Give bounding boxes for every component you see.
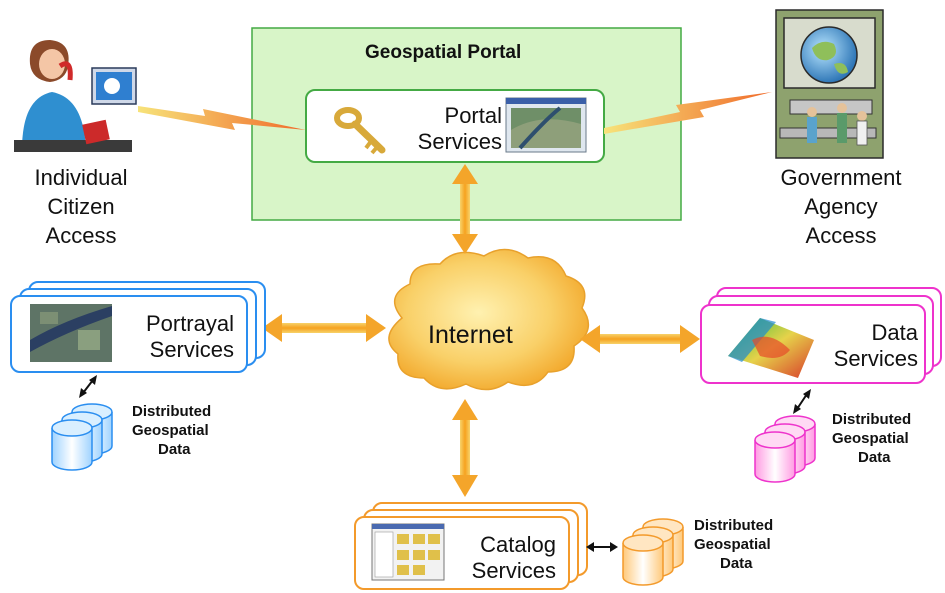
portal-services-line2: Services: [417, 129, 502, 155]
catalog-services-label[interactable]: Catalog Services: [456, 532, 556, 585]
catalog-screen-icon: [371, 523, 445, 581]
database-stack-icon-catalog: [622, 518, 684, 586]
data-services-label[interactable]: Data Services: [810, 320, 918, 373]
internet-cloud: [388, 248, 590, 391]
distributed-data-label-portrayal: Distributed Geospatial Data: [132, 403, 211, 459]
citizen-line1: Individual: [34, 165, 128, 190]
distributed-line3: Data: [858, 448, 891, 466]
government-line3: Access: [805, 223, 877, 249]
arrow-portrayal-internet: [262, 314, 386, 342]
government-line2: Agency: [804, 194, 878, 220]
distributed-line2: Geospatial: [694, 535, 771, 553]
database-stack-icon-data: [754, 415, 816, 483]
citizen-line3: Access: [45, 223, 117, 249]
key-icon: [334, 107, 386, 155]
terrain-3d-icon: [728, 318, 814, 378]
distributed-line2: Geospatial: [832, 429, 909, 447]
distributed-data-label-data: Distributed Geospatial Data: [832, 411, 911, 467]
catalog-line1: Catalog: [480, 532, 556, 557]
portrayal-line1: Portrayal: [145, 311, 234, 336]
catalog-line2: Services: [471, 558, 556, 584]
portal-services-label[interactable]: Portal Services: [410, 103, 502, 156]
government-line1: Government: [780, 165, 902, 190]
database-stack-icon-portrayal: [51, 403, 113, 471]
distributed-line1: Distributed: [132, 403, 212, 420]
lightning-link-icon-right: [604, 92, 772, 134]
distributed-line1: Distributed: [694, 517, 774, 534]
lightning-link-icon-left: [138, 106, 306, 130]
double-arrow-catalog-store: [586, 542, 618, 552]
control-room-icon: [775, 9, 884, 159]
portal-title: Geospatial Portal: [365, 42, 522, 63]
portal-screenshot-icon: [505, 97, 587, 153]
data-services-line2: Services: [833, 346, 918, 372]
arrow-internet-catalog: [452, 399, 478, 497]
arrow-internet-data: [580, 325, 700, 353]
person-at-desk-icon: [14, 40, 137, 152]
distributed-line2: Geospatial: [132, 421, 209, 439]
portrayal-line2: Services: [149, 337, 234, 363]
data-services-line1: Data: [871, 320, 918, 345]
internet-label[interactable]: Internet: [428, 321, 513, 349]
distributed-line1: Distributed: [832, 411, 912, 428]
citizen-label: Individual Citizen Access: [24, 163, 138, 250]
citizen-line2: Citizen: [47, 194, 115, 220]
arrow-portal-internet: [452, 164, 478, 254]
portal-services-line1: Portal: [444, 103, 502, 128]
satellite-map-icon: [30, 304, 112, 362]
double-arrow-portrayal-store: [79, 375, 97, 398]
distributed-line3: Data: [158, 440, 191, 458]
double-arrow-data-store: [793, 389, 811, 414]
portrayal-services-label[interactable]: Portrayal Services: [130, 311, 234, 364]
government-label: Government Agency Access: [770, 163, 912, 250]
distributed-data-label-catalog: Distributed Geospatial Data: [694, 517, 773, 573]
distributed-line3: Data: [720, 554, 753, 572]
